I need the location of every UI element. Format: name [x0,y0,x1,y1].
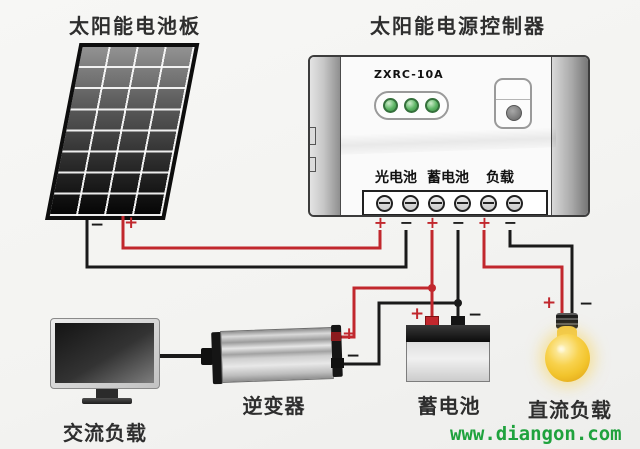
inverter-negative-mark: − [346,346,361,366]
led-indicator [404,98,419,113]
solar-panel-title: 太阳能电池板 [69,14,201,38]
battery-label: 蓄电池 [417,394,481,418]
battery-negative-mark: − [468,305,483,325]
terminal-screw [480,194,497,212]
solar-panel-graphic [45,43,200,220]
inverter-graphic [211,324,343,387]
polarity-mark: − [399,213,414,232]
inverter-label: 逆变器 [242,394,306,418]
polarity-mark: + [425,213,440,232]
controller-title: 太阳能电源控制器 [370,14,546,38]
polarity-mark: + [373,213,388,232]
terminal-screw [402,194,419,212]
terminal-screw [428,194,445,212]
led-indicator [425,98,440,113]
dcload-positive-mark: + [542,293,557,313]
inverter-housing [220,327,334,383]
solar-positive-mark: + [124,213,139,233]
watermark-text: www.diangon.com [450,423,622,445]
terminal-label-battery: 蓄电池 [427,170,469,186]
controller-model-text: ZXRC-10A [374,68,444,81]
monitor-stand [96,389,118,399]
junction-dot-negative [454,299,462,307]
terminal-polarity-row: +−+−+− [360,214,546,232]
wire-dcload-negative [508,230,574,318]
monitor-base [82,398,132,404]
battery-top-band [406,325,490,342]
led-cluster [374,91,449,120]
bulb-globe [545,334,590,382]
inverter-positive-terminal [331,332,341,341]
polarity-mark: + [477,213,492,232]
terminal-strip [362,190,548,215]
dcload-negative-mark: − [579,294,594,314]
bulb-cap [556,313,578,329]
power-button [494,78,532,129]
junction-dot-positive [428,284,436,292]
wire-pv-positive [121,216,382,250]
terminal-screw [376,194,393,212]
led-indicator [383,98,398,113]
monitor-screen [55,323,154,383]
controller-mount-tab [310,157,316,172]
power-button-divider [496,99,530,100]
ac-load-label: 交流负载 [63,421,147,445]
battery-negative-post [451,316,465,327]
controller-right-edge [551,57,588,215]
terminal-screw [506,194,523,212]
solar-negative-mark: − [90,215,105,235]
controller-mount-tab [310,127,316,145]
polarity-mark: − [503,213,518,232]
inverter-negative-terminal [331,358,344,368]
controller-body: ZXRC-10A 光电池 蓄电池 负载 [308,55,590,217]
power-button-dot [506,105,522,121]
dc-load-label: 直流负载 [528,398,612,422]
inverter-positive-mark: + [342,324,357,344]
terminal-label-load: 负载 [486,170,514,186]
polarity-mark: − [451,213,466,232]
battery-positive-mark: + [410,304,425,324]
terminal-screw [454,194,471,212]
controller-crease [340,127,556,155]
terminal-label-pv: 光电池 [375,170,417,186]
bulb-sparkle [556,344,566,354]
inverter-input-plug [201,348,213,365]
